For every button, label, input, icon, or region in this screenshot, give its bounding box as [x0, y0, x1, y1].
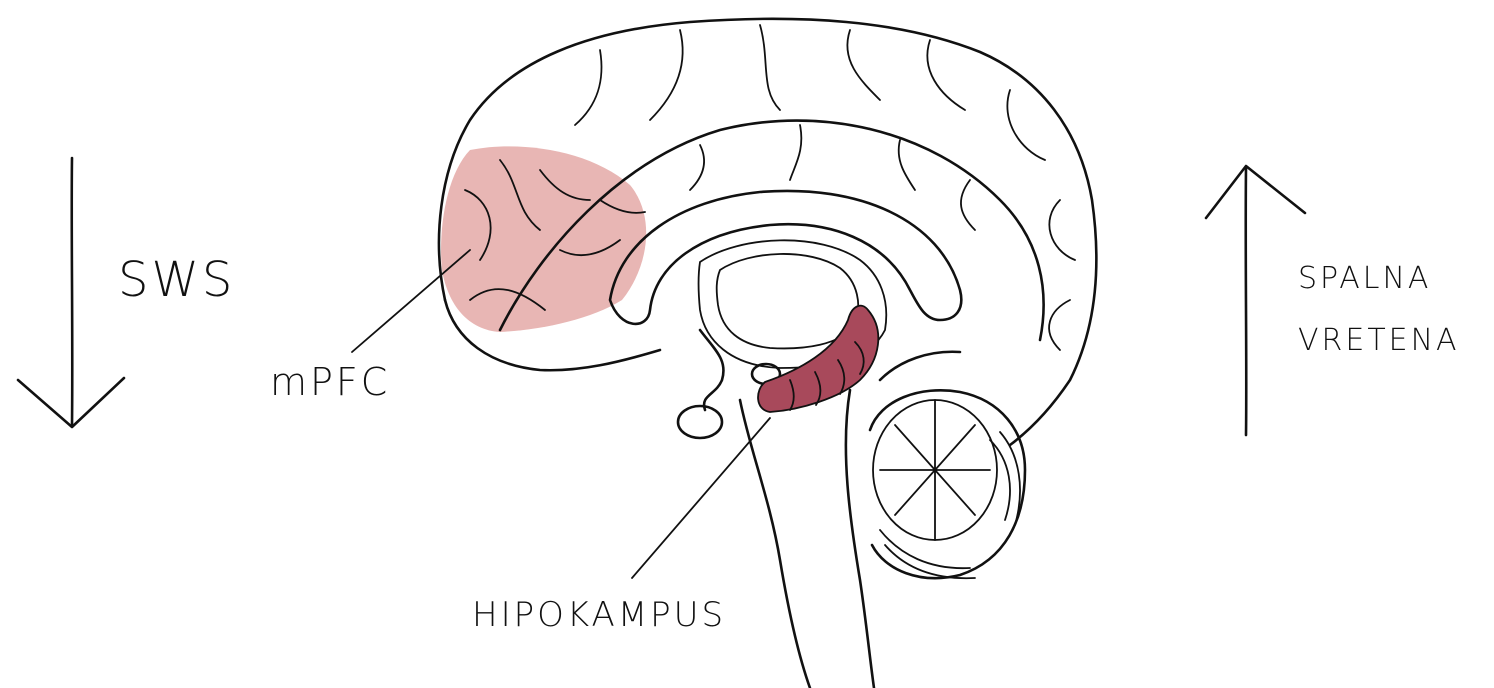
- hippocampus-region: [758, 306, 878, 412]
- hippocampus-leader-line: [632, 418, 770, 578]
- corpus-callosum: [610, 191, 961, 368]
- spindles-up-arrow: [1206, 166, 1305, 435]
- spindles-label-line2: VRETENA: [1298, 323, 1460, 358]
- mpfc-leader-line: [352, 250, 470, 352]
- sws-down-arrow: [18, 158, 124, 427]
- mpfc-label: mPFC: [270, 360, 390, 404]
- cerebellum: [870, 390, 1025, 578]
- spindles-label-line1: SPALNA: [1298, 261, 1431, 296]
- sws-label: SWS: [118, 252, 235, 308]
- hippocampus-label: HIPOKAMPUS: [472, 595, 726, 635]
